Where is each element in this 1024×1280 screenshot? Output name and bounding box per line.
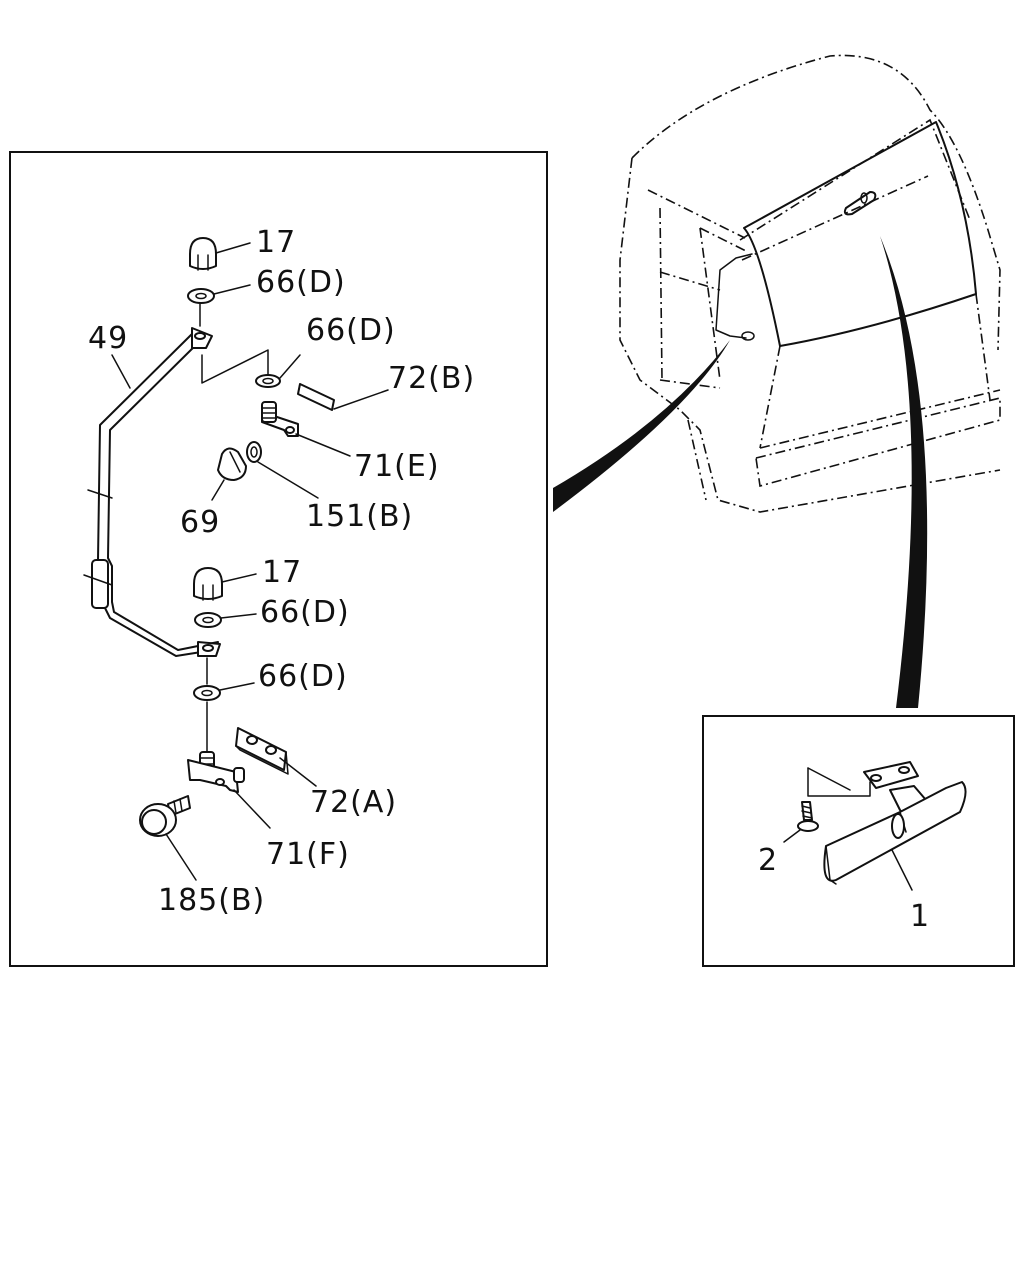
label-66d-2: 66(D)	[306, 313, 396, 348]
plate-72b	[297, 383, 335, 411]
bracket-71f	[187, 751, 245, 793]
left-detail-frame	[9, 151, 548, 967]
bolt-185b	[139, 795, 191, 837]
cap-nut-17-top	[189, 237, 217, 271]
vehicle-rear-view	[619, 54, 1001, 513]
washer-66d-4	[193, 685, 221, 701]
plate-72a	[235, 727, 289, 775]
label-69: 69	[180, 505, 220, 540]
washer-66d-1	[187, 288, 215, 304]
bracket-71e	[261, 401, 299, 437]
washer-151b	[246, 441, 262, 463]
label-71e: 71(E)	[354, 449, 440, 484]
label-66d-4: 66(D)	[258, 659, 348, 694]
label-1: 1	[910, 899, 930, 934]
rod-part-49	[83, 327, 221, 657]
label-72b: 72(B)	[388, 361, 475, 396]
washer-66d-2	[255, 374, 281, 388]
callout-leader-left	[553, 340, 730, 512]
washer-66d-3	[194, 612, 222, 628]
cap-nut-17-mid	[193, 567, 223, 601]
label-151b: 151(B)	[306, 499, 413, 534]
label-185b: 185(B)	[158, 883, 265, 918]
label-66d-3: 66(D)	[260, 595, 350, 630]
label-72a: 72(A)	[310, 785, 397, 820]
callout-leader-right	[880, 236, 928, 708]
right-detail-frame	[702, 715, 1015, 967]
label-17-top: 17	[256, 225, 296, 260]
mirror-part-1	[823, 761, 967, 885]
label-2: 2	[758, 843, 778, 878]
label-71f: 71(F)	[266, 837, 350, 872]
cap-nut-69	[217, 447, 247, 481]
label-66d-1: 66(D)	[256, 265, 346, 300]
label-49: 49	[88, 321, 128, 356]
label-17-mid: 17	[262, 555, 302, 590]
screw-part-2	[797, 801, 819, 832]
